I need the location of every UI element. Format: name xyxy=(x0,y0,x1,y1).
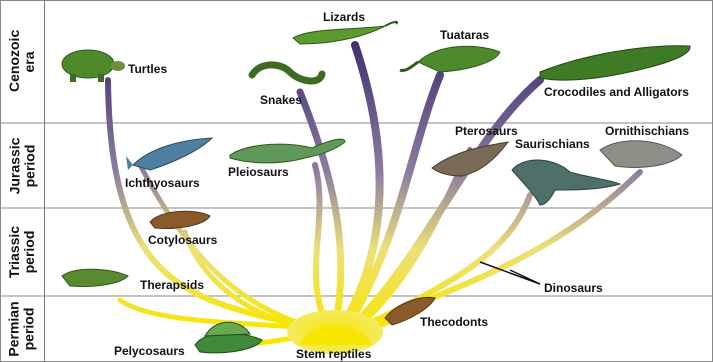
era-label-text: Permian period xyxy=(7,301,37,356)
lizard-icon xyxy=(293,22,397,44)
era-label-permian: Permian period xyxy=(0,296,45,362)
label-crocodiles: Crocodiles and Alligators xyxy=(544,85,689,99)
label-lizards: Lizards xyxy=(323,10,365,24)
therapsid-icon xyxy=(62,269,128,286)
label-pleiosaurs: Pleiosaurs xyxy=(228,165,289,179)
label-ichthyosaurs: Ichthyosaurs xyxy=(125,176,200,190)
label-turtles: Turtles xyxy=(128,62,167,76)
tuatara-icon xyxy=(400,46,500,72)
branch-turtles xyxy=(108,80,320,330)
label-tuataras: Tuataras xyxy=(440,28,489,42)
branch-pleiosaurs xyxy=(315,165,330,330)
era-label-text: Cenozoic era xyxy=(7,32,37,92)
era-label-jurassic: Jurassic period xyxy=(0,123,45,208)
pleiosaur-icon xyxy=(230,139,345,163)
pelycosaur-icon xyxy=(195,322,262,353)
label-saurischians: Saurischians xyxy=(515,137,590,151)
era-label-triassic: Triassic period xyxy=(0,208,45,296)
label-snakes: Snakes xyxy=(260,93,302,107)
label-pterosaurs: Pterosaurs xyxy=(455,124,518,138)
branch-lizards xyxy=(340,45,380,330)
crocodile-icon xyxy=(540,46,690,80)
ornithischian-icon xyxy=(600,141,682,168)
label-stem-reptiles: Stem reptiles xyxy=(296,347,371,361)
era-label-text: Triassic period xyxy=(7,226,37,278)
ichthyosaur-icon xyxy=(126,138,212,170)
snake-icon xyxy=(252,65,322,81)
turtle-icon xyxy=(62,50,125,82)
label-therapsids: Therapsids xyxy=(140,278,204,292)
label-ornithischians: Ornithischians xyxy=(605,124,689,138)
label-cotylosaurs: Cotylosaurs xyxy=(148,233,217,247)
branch-saurischians xyxy=(360,195,530,328)
era-label-text: Jurassic period xyxy=(7,137,37,194)
era-label-cenozoic: Cenozoic era xyxy=(0,0,45,123)
cotylosaur-icon xyxy=(150,211,210,228)
label-pelycosaurs: Pelycosaurs xyxy=(114,344,185,358)
label-dinosaurs: Dinosaurs xyxy=(544,281,603,295)
label-thecodonts: Thecodonts xyxy=(420,315,488,329)
